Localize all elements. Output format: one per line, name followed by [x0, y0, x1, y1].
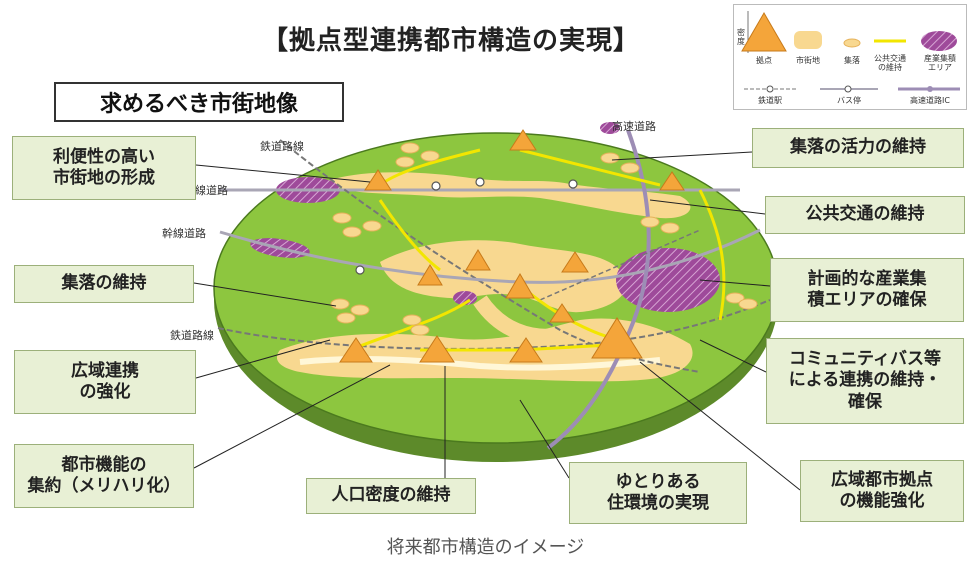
label-city-function: 都市機能の 集約（メリハリ化）	[14, 444, 194, 508]
railway-label-2: 鉄道路線	[170, 329, 214, 342]
legend-box: 密度 拠点 市街地 集落 公共交通 の維持 産業集積 エリア 鉄道駅 バス停 高…	[733, 4, 967, 110]
label-settlement-vitality: 集落の活力の維持	[752, 128, 964, 168]
transit-link-2	[519, 148, 661, 187]
label-convenient-city: 利便性の高い 市街地の形成	[12, 136, 196, 200]
legend-axis-label: 密度	[737, 28, 745, 46]
hub-pyramid-11	[509, 337, 543, 363]
diagram-caption: 将来都市構造のイメージ	[386, 537, 585, 558]
road-ne	[539, 229, 701, 301]
legend-urban-label: 市街地	[796, 56, 820, 65]
hub-pyramid-9	[339, 337, 373, 363]
arterial-road-label-2: 幹線道路	[162, 227, 206, 240]
transit-link-6	[698, 189, 726, 321]
railway-south	[217, 299, 771, 350]
label-community-bus: コミュニティバス等 による連携の維持・ 確保	[766, 338, 964, 424]
urban-area-north	[330, 172, 691, 219]
expressway-label: 高速道路	[612, 120, 656, 133]
legend-graphics	[741, 11, 960, 93]
label-public-transport: 公共交通の維持	[765, 196, 965, 234]
industrial-zone-4	[453, 291, 477, 305]
hub-pyramid-4	[417, 264, 443, 286]
label-population-density: 人口密度の維持	[306, 478, 476, 514]
expressway-line	[546, 129, 651, 450]
legend-transit-label: 公共交通 の維持	[874, 54, 906, 72]
subtitle-box: 求めるべき市街地像	[54, 82, 344, 122]
hub-pyramid-6	[505, 273, 535, 299]
label-living-environment: ゆとりある 住環境の実現	[569, 462, 747, 524]
hub-pyramid-1	[364, 169, 392, 191]
leader-lines	[193, 151, 801, 491]
legend-urban-icon	[794, 31, 822, 49]
settlements	[330, 142, 758, 336]
legend-expressway-ic-label: 高速道路IC	[910, 96, 950, 105]
legend-hub-label: 拠点	[756, 56, 772, 65]
hub-pyramid-12	[591, 317, 643, 359]
industrial-zone-5	[600, 122, 620, 134]
railway-diagonal	[279, 139, 701, 373]
hub-pyramid-8	[549, 303, 575, 323]
legend-hub-icon	[741, 12, 787, 52]
transit-link-3	[378, 199, 441, 272]
transit-link-1	[379, 148, 481, 187]
legend-settlement-label: 集落	[844, 56, 860, 65]
legend-station-label: 鉄道駅	[758, 96, 782, 105]
legend-bus-stop-label: バス停	[837, 96, 861, 105]
label-industrial-area: 計画的な産業集 積エリアの確保	[770, 258, 964, 322]
legend-industry-label: 産業集積 エリア	[924, 54, 956, 72]
hub-pyramid-10	[419, 335, 455, 363]
label-settlement-keep: 集落の維持	[14, 265, 194, 303]
urban-area-center	[380, 240, 627, 313]
hub-pyramid-2	[509, 129, 537, 151]
railway-label-1: 鉄道路線	[260, 140, 304, 153]
hub-pyramid-7	[561, 251, 589, 273]
label-regional-hub: 広域都市拠点 の機能強化	[800, 460, 964, 522]
hub-pyramids	[339, 129, 685, 363]
diagram-title: 【拠点型連携都市構造の実現】	[262, 26, 641, 56]
label-wide-cooperation: 広域連携 の強化	[14, 350, 196, 414]
legend-industry-icon	[921, 31, 957, 51]
hub-pyramid-5	[465, 249, 491, 271]
urban-mid	[473, 295, 562, 345]
legend-settlement-icon	[843, 38, 861, 48]
bus-stops	[355, 177, 578, 275]
hub-pyramid-3	[659, 171, 685, 191]
